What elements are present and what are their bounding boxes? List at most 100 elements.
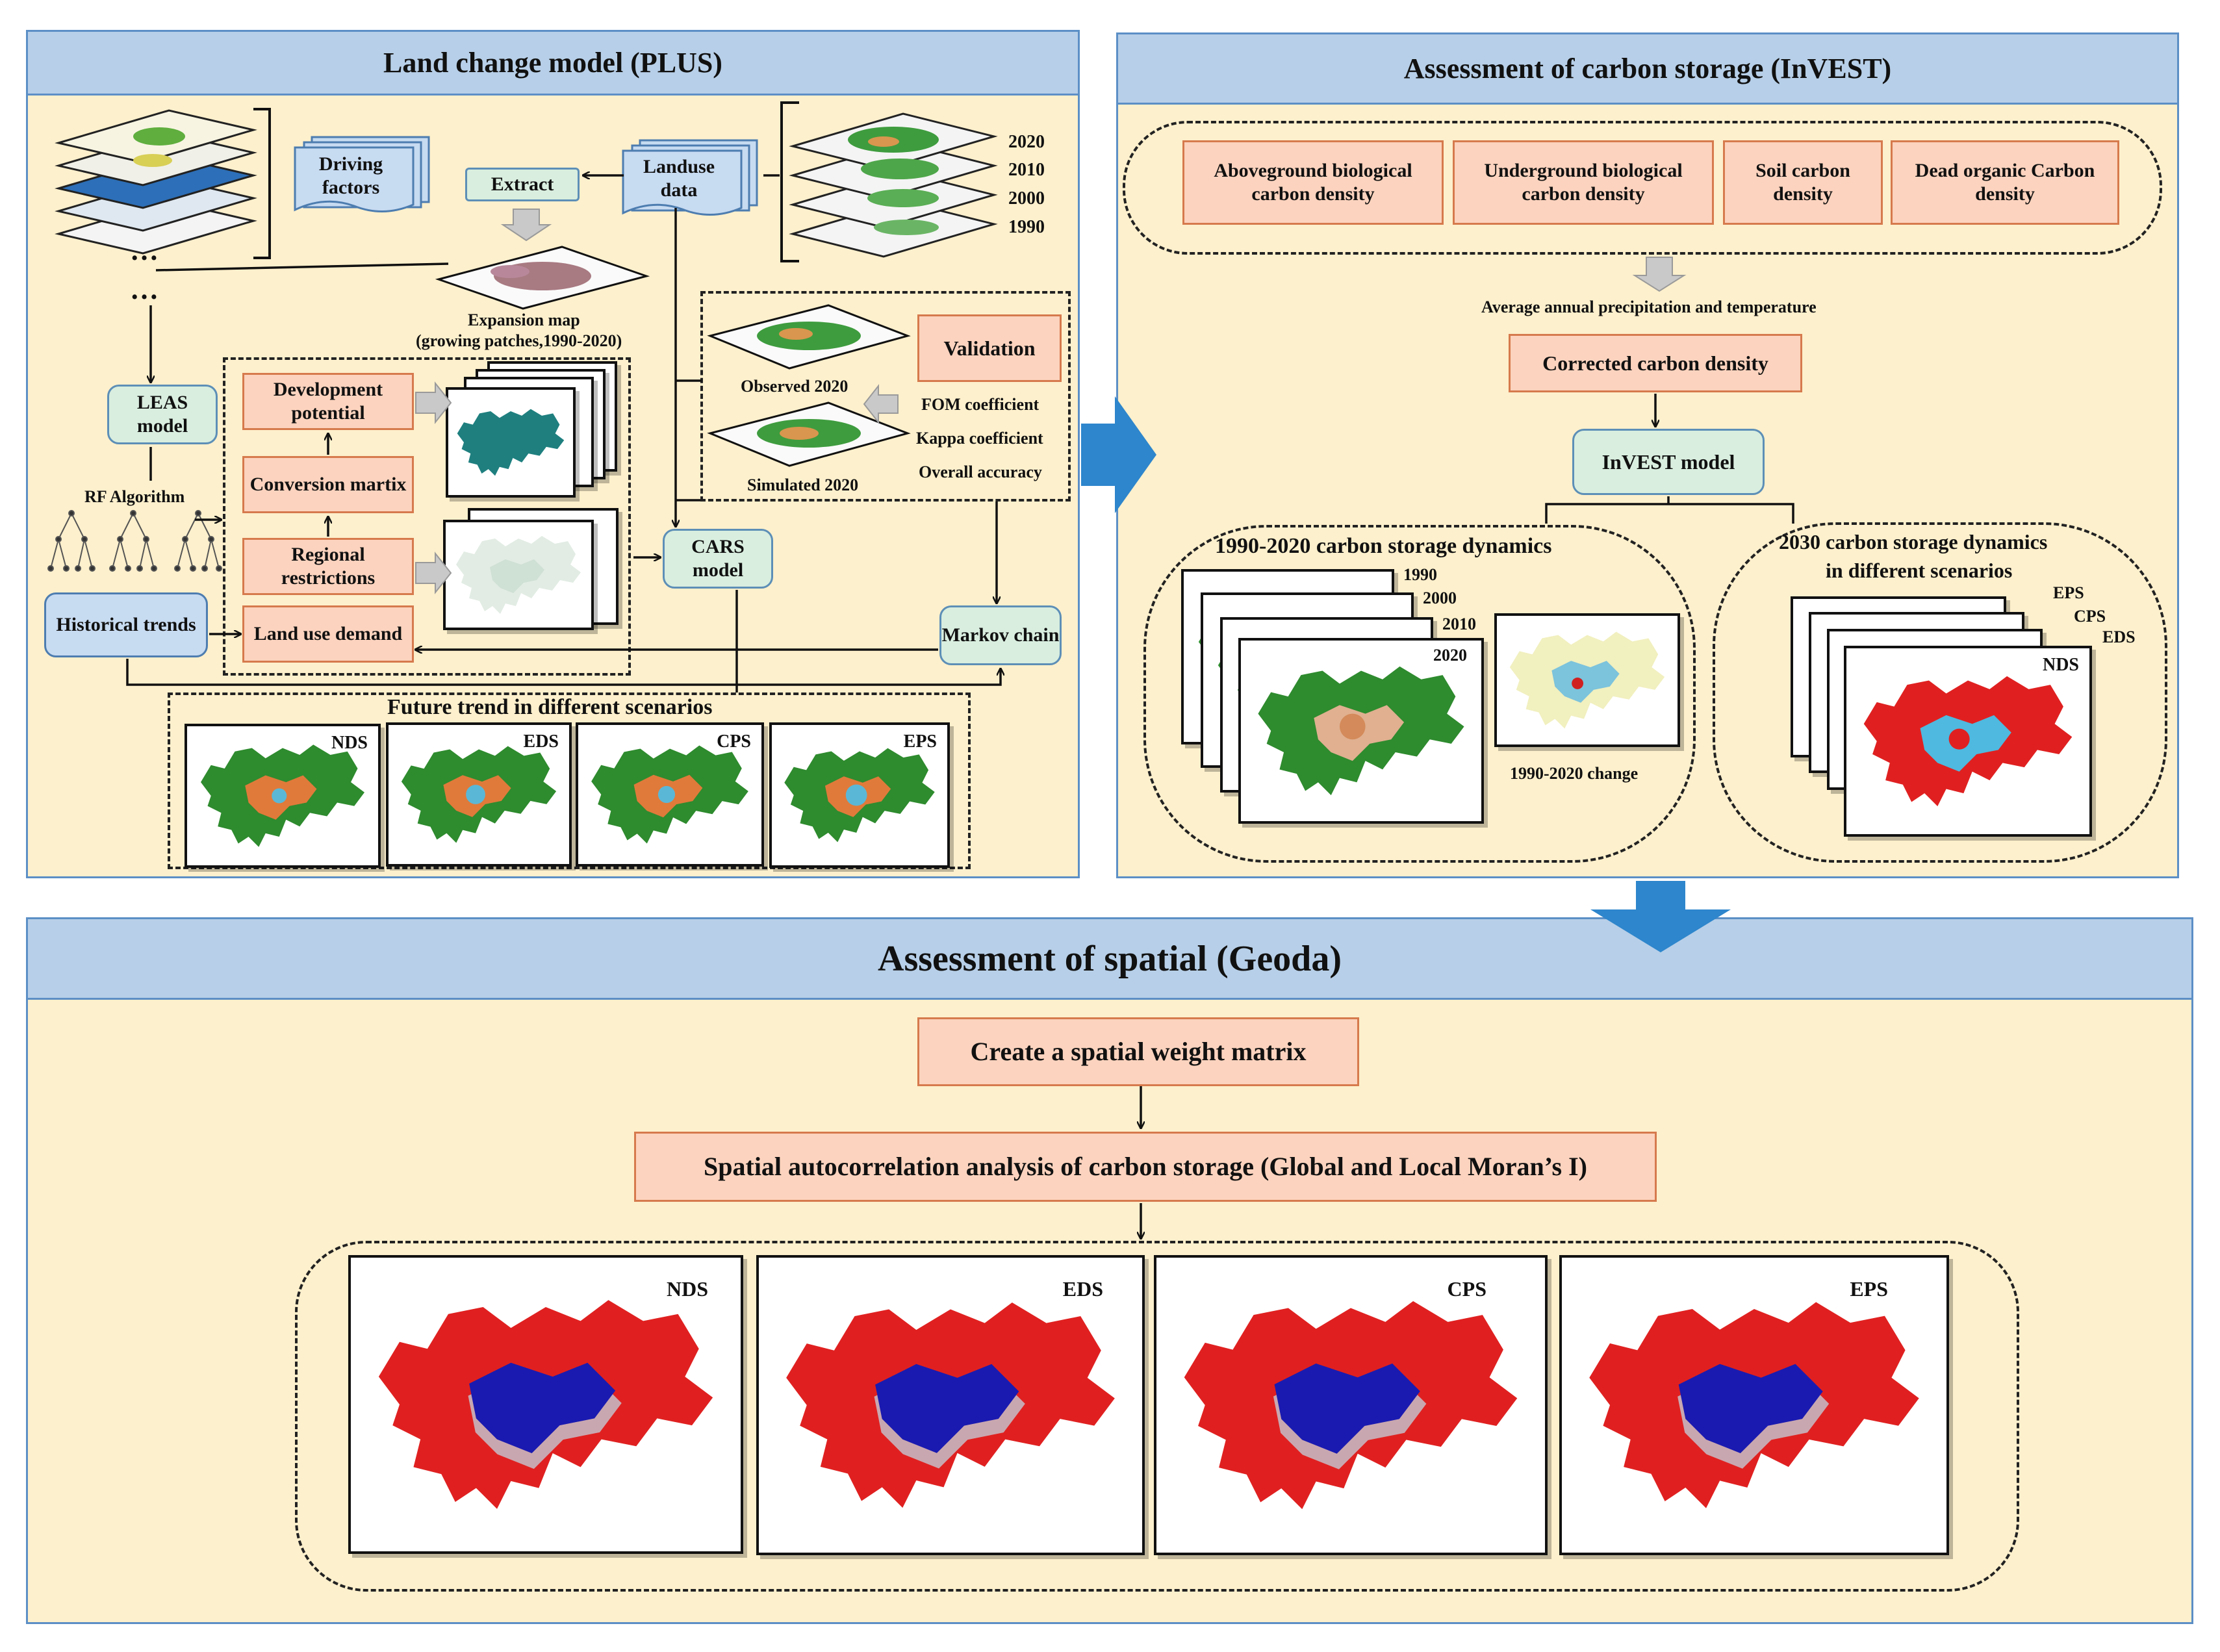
corrected-density-label: Corrected carbon density	[1542, 351, 1768, 375]
soil-density-box: Soil carbon density	[1723, 140, 1883, 225]
future-map-eds: EDS	[386, 722, 572, 867]
aboveground-density-box: Aboveground biological carbon density	[1182, 140, 1444, 225]
plus-panel-header: Land change model (PLUS)	[28, 32, 1078, 95]
fom-label: FOM coefficient	[921, 395, 1040, 414]
corrected-density-box: Corrected carbon density	[1509, 334, 1802, 392]
geoda-map-cps-tag: CPS	[1447, 1277, 1486, 1301]
geoda-map-cps: CPS	[1154, 1255, 1548, 1555]
kappa-label: Kappa coefficient	[916, 429, 1043, 448]
geoda-maps-group	[295, 1241, 2019, 1592]
expansion-map-icon	[435, 246, 650, 310]
invest-panel-header: Assessment of carbon storage (InVEST)	[1118, 34, 2177, 105]
density-group	[1123, 121, 2162, 255]
scen-map-nds-tag: NDS	[2042, 655, 2079, 675]
land-use-demand-box: Land use demand	[242, 605, 414, 663]
invest-model-box: InVEST model	[1572, 429, 1765, 495]
ellipsis-2: …	[130, 273, 159, 305]
future-map-nds: NDS	[185, 724, 381, 868]
geoda-map-eps-tag: EPS	[1850, 1277, 1888, 1301]
dyn-map-2020	[1238, 638, 1484, 824]
dyn-year-2010: 2010	[1442, 615, 1476, 633]
dyn-year-1990: 1990	[1403, 565, 1437, 584]
overall-accuracy-label: Overall accuracy	[919, 463, 1042, 481]
change-map	[1494, 613, 1680, 747]
land-use-demand-label: Land use demand	[253, 623, 403, 644]
extract-box: Extract	[465, 168, 580, 201]
soil-density-label: Soil carbon density	[1755, 160, 1850, 205]
underground-density-box: Underground biological carbon density	[1453, 140, 1714, 225]
geoda-panel-title: Assessment of spatial (Geoda)	[878, 938, 1342, 979]
dynamics-title: 1990-2020 carbon storage dynamics	[1215, 534, 1552, 558]
regional-restrictions-box: Regional restrictions	[242, 538, 414, 595]
plus-panel-title: Land change model (PLUS)	[383, 47, 722, 79]
driving-factors-label: Driving factors	[318, 153, 383, 198]
cars-model-box: CARS model	[663, 529, 773, 589]
geoda-panel-header: Assessment of spatial (Geoda)	[28, 919, 2191, 1000]
dyn-year-2020: 2020	[1433, 646, 1467, 665]
future-trend-group	[168, 693, 971, 869]
validation-label: Validation	[943, 336, 1036, 360]
invest-model-label: InVEST model	[1601, 450, 1735, 474]
geoda-map-nds: NDS	[348, 1255, 743, 1554]
scen-tag-cps: CPS	[2074, 607, 2106, 626]
historical-trends-box: Historical trends	[44, 592, 208, 657]
historical-trends-label: Historical trends	[56, 614, 196, 635]
year-2010: 2010	[1008, 160, 1045, 180]
layers-bracket	[253, 108, 271, 259]
expansion-map-label: Expansion map	[468, 311, 580, 329]
rf-algorithm-label: RF Algorithm	[84, 487, 185, 506]
observed-2020-label: Observed 2020	[741, 377, 848, 396]
leas-model-box: LEAS model	[107, 385, 218, 444]
geoda-map-eps: EPS	[1559, 1255, 1949, 1555]
future-map-eps: EPS	[769, 722, 950, 868]
dead-organic-density-label: Dead organic Carbon density	[1915, 160, 2095, 205]
year-2000: 2000	[1008, 188, 1045, 209]
validation-box: Validation	[917, 314, 1062, 382]
autocorrelation-label: Spatial autocorrelation analysis of carb…	[704, 1152, 1587, 1181]
development-potential-box: Development potential	[242, 373, 414, 430]
scen-tag-eps: EPS	[2053, 583, 2084, 602]
future-map-cps-tag: CPS	[717, 731, 751, 752]
aboveground-density-label: Aboveground biological carbon density	[1214, 160, 1412, 205]
invest-panel-title: Assessment of carbon storage (InVEST)	[1403, 53, 1892, 84]
scenario-title-2: in different scenarios	[1826, 559, 2013, 582]
change-label: 1990-2020 change	[1510, 764, 1639, 783]
future-map-eps-tag: EPS	[903, 731, 937, 752]
markov-chain-box: Markov chain	[939, 605, 1062, 665]
year-2020: 2020	[1008, 132, 1045, 152]
driving-factor-layers	[55, 109, 257, 255]
future-map-nds-tag: NDS	[331, 733, 368, 753]
weight-matrix-box: Create a spatial weight matrix	[917, 1017, 1359, 1086]
year-1990: 1990	[1008, 217, 1045, 237]
geoda-map-eds: EDS	[756, 1255, 1145, 1555]
scenario-group	[1713, 522, 2167, 863]
extract-label: Extract	[491, 173, 554, 195]
dynamics-group	[1143, 525, 1696, 863]
dead-organic-density-box: Dead organic Carbon density	[1891, 140, 2119, 225]
future-map-eds-tag: EDS	[523, 731, 559, 752]
geoda-map-eds-tag: EDS	[1062, 1277, 1103, 1301]
driving-factors-doc-icon	[294, 136, 430, 212]
dyn-year-2000: 2000	[1423, 589, 1457, 607]
future-trend-label: Future trend in different scenarios	[387, 695, 713, 719]
markov-chain-label: Markov chain	[941, 624, 1060, 646]
leas-model-label: LEAS model	[136, 392, 188, 437]
year-bracket	[780, 101, 799, 262]
restriction-map	[443, 520, 594, 630]
avg-precip-label: Average annual precipitation and tempera…	[1481, 298, 1817, 316]
weight-matrix-label: Create a spatial weight matrix	[970, 1037, 1307, 1066]
landuse-data-doc-icon	[622, 139, 758, 216]
scenario-title-1: 2030 carbon storage dynamics	[1779, 530, 2048, 553]
conversion-martix-label: Conversion martix	[249, 474, 407, 495]
landuse-year-layers	[789, 112, 998, 258]
simulated-2020-map	[707, 401, 911, 467]
observed-2020-map	[707, 304, 911, 370]
expansion-map-sub: (growing patches,1990-2020)	[416, 331, 622, 350]
geoda-map-nds-tag: NDS	[666, 1277, 708, 1301]
autocorrelation-box: Spatial autocorrelation analysis of carb…	[634, 1132, 1657, 1202]
scen-tag-eds: EDS	[2102, 628, 2136, 646]
underground-density-label: Underground biological carbon density	[1484, 160, 1683, 205]
development-potential-label: Development potential	[273, 379, 383, 424]
future-map-cps: CPS	[576, 722, 764, 867]
cars-model-label: CARS model	[691, 536, 745, 581]
